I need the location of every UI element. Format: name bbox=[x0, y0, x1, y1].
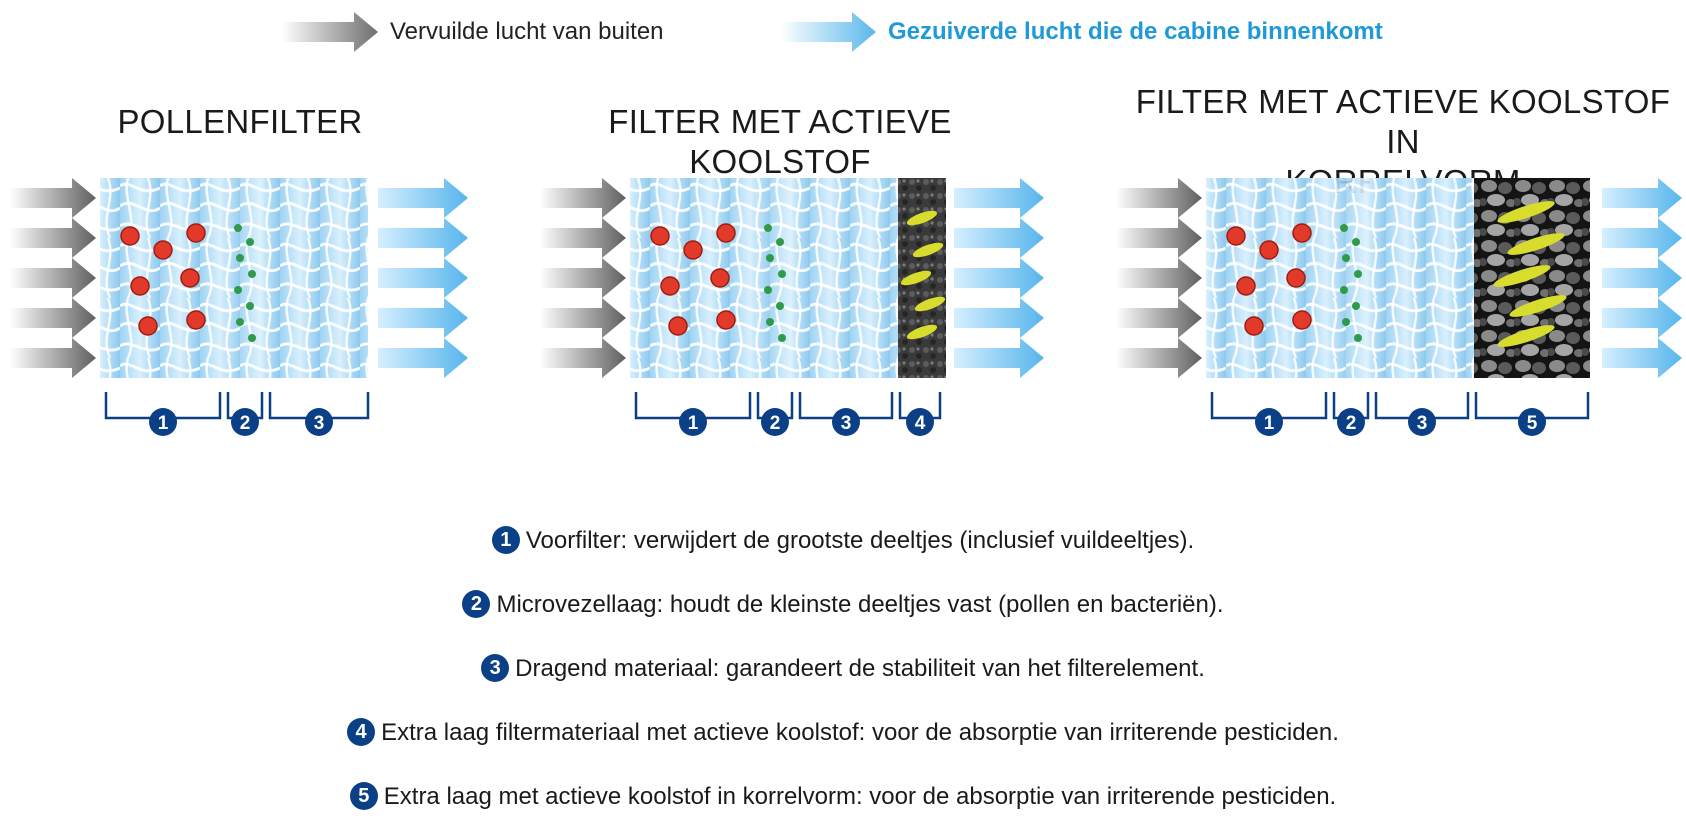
gray-arrow-icon bbox=[282, 12, 378, 52]
panel-title-pollenfilter: POLLENFILTER bbox=[80, 102, 400, 142]
panel-title-line: FILTER MET ACTIEVE KOOLSTOF bbox=[608, 103, 952, 180]
svg-text:1: 1 bbox=[158, 413, 169, 434]
large-particles bbox=[1226, 223, 1312, 336]
pollenfilter-diagram bbox=[10, 178, 468, 378]
badge-2: 2 bbox=[761, 408, 789, 436]
svg-text:2: 2 bbox=[770, 413, 781, 434]
large-particles bbox=[650, 223, 736, 336]
badge-3: 3 bbox=[305, 408, 333, 436]
layer-1-prefilter bbox=[100, 178, 226, 378]
legend-clean-label: Gezuiverde lucht die de cabine binnenkom… bbox=[888, 18, 1383, 45]
small-particles bbox=[1340, 224, 1362, 342]
layer-3-support bbox=[1370, 178, 1474, 378]
number-badge: 1 bbox=[491, 525, 520, 554]
svg-text:5: 5 bbox=[1527, 413, 1538, 434]
layer-1-prefilter bbox=[630, 178, 756, 378]
number-badge: 3 bbox=[481, 653, 510, 682]
layer-3-support bbox=[264, 178, 368, 378]
layer-1-prefilter bbox=[1206, 178, 1332, 378]
badge-2: 2 bbox=[231, 408, 259, 436]
small-particles bbox=[234, 224, 256, 342]
badge-1: 1 bbox=[1255, 408, 1283, 436]
svg-text:2: 2 bbox=[1346, 413, 1357, 434]
legend-clean-air: Gezuiverde lucht die de cabine binnenkom… bbox=[780, 10, 1383, 54]
panel-title-active-carbon: FILTER MET ACTIEVE KOOLSTOF bbox=[520, 102, 1040, 182]
badge-1: 1 bbox=[149, 408, 177, 436]
svg-text:3: 3 bbox=[1417, 413, 1428, 434]
polluted-air-arrows bbox=[540, 178, 626, 378]
granular-carbon-layer-brackets: 1 2 3 5 bbox=[1210, 392, 1590, 436]
svg-text:2: 2 bbox=[240, 413, 251, 434]
legend-polluted-label: Vervuilde lucht van buiten bbox=[390, 18, 664, 45]
number-badge: 5 bbox=[349, 781, 378, 810]
badge-5: 5 bbox=[1518, 408, 1546, 436]
description-text: Dragend materiaal: garandeert de stabili… bbox=[515, 655, 1205, 682]
granular-carbon-diagram bbox=[1116, 178, 1682, 378]
active-carbon-layer-brackets: 1 2 3 4 bbox=[634, 392, 942, 436]
number-badge: 2 bbox=[462, 589, 491, 618]
panel-title-line: POLLENFILTER bbox=[117, 103, 363, 140]
badge-4: 4 bbox=[906, 408, 934, 436]
svg-text:4: 4 bbox=[915, 413, 926, 434]
active-carbon-diagram bbox=[540, 178, 1044, 378]
badge-1: 1 bbox=[679, 408, 707, 436]
badge-3: 3 bbox=[832, 408, 860, 436]
description-text: Extra laag filtermateriaal met actieve k… bbox=[381, 719, 1339, 746]
number-badge: 4 bbox=[347, 717, 376, 746]
layer-2-microfiber bbox=[756, 178, 794, 378]
polluted-air-arrows bbox=[1116, 178, 1202, 378]
pesticide-molecules bbox=[900, 210, 946, 340]
large-particles bbox=[120, 223, 206, 336]
clean-air-arrows bbox=[378, 178, 468, 378]
svg-text:3: 3 bbox=[841, 413, 852, 434]
svg-text:3: 3 bbox=[314, 413, 325, 434]
badge-2: 2 bbox=[1337, 408, 1365, 436]
layer-3-support bbox=[794, 178, 898, 378]
svg-text:1: 1 bbox=[1264, 413, 1275, 434]
description-text: Extra laag met actieve koolstof in korre… bbox=[383, 783, 1337, 810]
clean-air-arrows bbox=[954, 178, 1044, 378]
polluted-air-arrows bbox=[10, 178, 96, 378]
pollenfilter-layer-brackets: 1 2 3 bbox=[104, 392, 370, 436]
blue-arrow-icon bbox=[780, 12, 876, 52]
pesticide-molecules bbox=[1493, 201, 1567, 347]
layer-2-microfiber bbox=[226, 178, 264, 378]
small-particles bbox=[764, 224, 786, 342]
layer-2-microfiber bbox=[1332, 178, 1370, 378]
description-text: Voorfilter: verwijdert de grootste deelt… bbox=[525, 527, 1195, 554]
badge-3: 3 bbox=[1408, 408, 1436, 436]
description-text: Microvezellaag: houdt de kleinste deeltj… bbox=[496, 591, 1224, 618]
legend-polluted-air: Vervuilde lucht van buiten bbox=[282, 10, 664, 54]
svg-text:1: 1 bbox=[688, 413, 699, 434]
panel-title-line: FILTER MET ACTIEVE KOOLSTOF IN bbox=[1135, 83, 1671, 160]
clean-air-arrows bbox=[1602, 178, 1682, 378]
